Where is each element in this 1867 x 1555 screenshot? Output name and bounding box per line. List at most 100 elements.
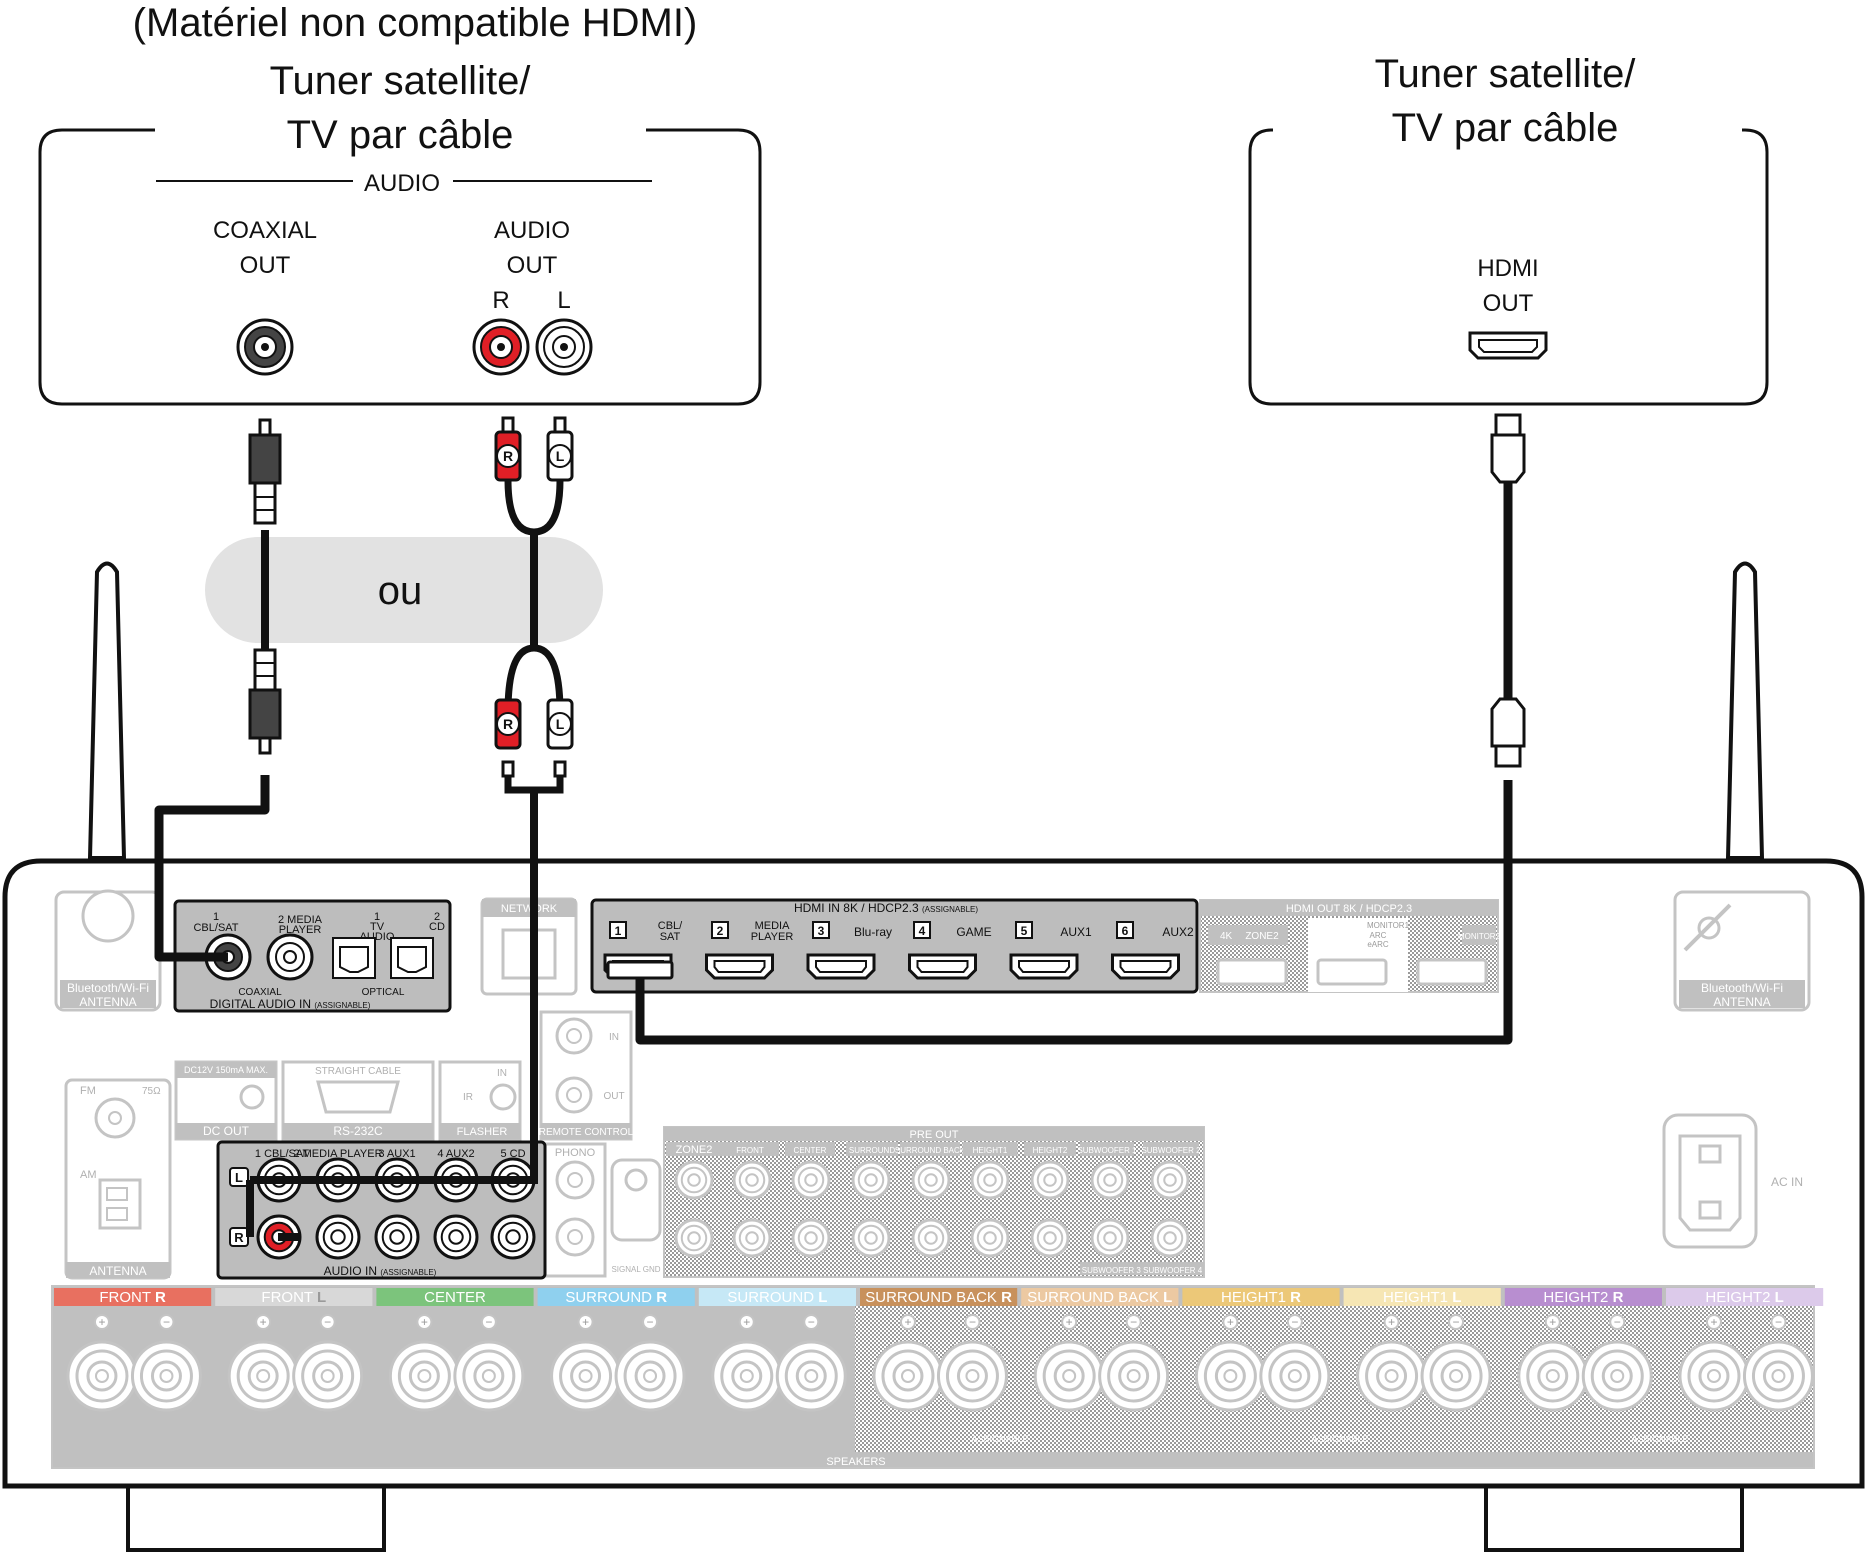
speaker-channel-label: FRONT R (99, 1289, 166, 1306)
speaker-terminal-positive[interactable] (1517, 1340, 1589, 1412)
speaker-channel-label: CENTER (424, 1289, 486, 1306)
speaker-terminal-positive[interactable] (1194, 1340, 1266, 1412)
hdmi-in-label: AUX1 (1060, 925, 1092, 939)
minus-sign: − (485, 1315, 492, 1329)
pre-out-jack-top-4[interactable] (911, 1160, 951, 1200)
analog-in-r-jack-4[interactable] (433, 1214, 479, 1260)
speaker-channel-label: FRONT L (261, 1289, 326, 1306)
pre-out-zone2-r-jack[interactable] (674, 1218, 714, 1258)
plus-sign: + (1066, 1315, 1073, 1329)
hdmi-in-port-4[interactable] (908, 953, 977, 980)
pre-out-jack-top-8[interactable] (1150, 1160, 1190, 1200)
analog-in-r-jack-3[interactable] (374, 1214, 420, 1260)
speaker-channel-label: HEIGHT1 R (1221, 1289, 1301, 1306)
speaker-terminal-negative[interactable] (936, 1340, 1008, 1412)
analog-in-r-jack-2[interactable] (315, 1214, 361, 1260)
pre-out-jack-top-2[interactable] (791, 1160, 831, 1200)
speaker-terminal-positive[interactable] (711, 1340, 783, 1412)
speaker-terminal-negative[interactable] (453, 1340, 525, 1412)
speaker-terminal-negative[interactable] (1742, 1340, 1814, 1412)
signal-gnd-label: SIGNAL GND (611, 1265, 660, 1274)
plus-sign: + (421, 1315, 428, 1329)
speaker-terminal-negative[interactable] (292, 1340, 364, 1412)
speaker-terminal-positive[interactable] (227, 1340, 299, 1412)
network-port[interactable]: NETWORK (480, 897, 578, 996)
audio-out-l-jack[interactable] (535, 318, 593, 376)
pre-out-jack-bottom-1[interactable] (732, 1218, 772, 1258)
speaker-terminal-positive[interactable] (1678, 1340, 1750, 1412)
bt-wifi-antenna-port-left[interactable]: Bluetooth/Wi-Fi ANTENNA (54, 889, 162, 1012)
digital-coaxial-label: COAXIAL (238, 987, 282, 998)
hdmi-in-port-2[interactable] (705, 953, 774, 980)
optical-in-port-2[interactable] (390, 937, 434, 979)
coaxial-in-jack-2[interactable] (266, 933, 314, 981)
pre-out-jack-top-1[interactable] (732, 1160, 772, 1200)
signal-gnd-terminal[interactable]: SIGNAL GND (610, 1158, 662, 1274)
speaker-terminal-positive[interactable] (1356, 1340, 1428, 1412)
dc-out-port[interactable]: DC12V 150mA MAX. DC OUT (174, 1060, 278, 1141)
hdmi-in-number: 2 (717, 924, 724, 938)
digital-in-cd-label: CD (429, 921, 445, 933)
remote-in-jack[interactable] (555, 1017, 593, 1055)
speaker-terminal-negative[interactable] (1259, 1340, 1331, 1412)
speaker-terminal-negative[interactable] (1581, 1340, 1653, 1412)
speaker-terminal-positive[interactable] (550, 1340, 622, 1412)
coaxial-out-jack[interactable] (236, 318, 294, 376)
remote-out-jack[interactable] (555, 1076, 593, 1114)
ou-label: ou (378, 569, 423, 613)
speaker-terminal-negative[interactable] (1098, 1340, 1170, 1412)
am-antenna-terminal[interactable] (98, 1178, 142, 1230)
rs232c-port[interactable]: STRAIGHT CABLE RS-232C (281, 1060, 435, 1141)
speaker-group-surround-back-l: SURROUND BACK L+− (1021, 1288, 1179, 1412)
rca-plug-letter: R (503, 716, 513, 732)
pre-out-jack-bottom-7[interactable] (1090, 1218, 1130, 1258)
hdmi-in-port-5[interactable] (1009, 953, 1079, 980)
speaker-terminal-negative[interactable] (1420, 1340, 1492, 1412)
pre-out-jack-top-6[interactable] (1030, 1160, 1070, 1200)
coaxial-cable (154, 418, 282, 962)
pre-out-jack-bottom-4[interactable] (911, 1218, 951, 1258)
flasher-port[interactable]: IN IR FLASHER (438, 1060, 522, 1141)
plus-marker (93, 1314, 110, 1330)
hdmi-in-port-3[interactable] (806, 953, 876, 980)
plus-marker (255, 1314, 272, 1330)
hdmi-out-port-monitor2[interactable] (1416, 958, 1488, 986)
fm-antenna-jack[interactable] (94, 1097, 136, 1139)
bt-wifi-antenna-port-right[interactable]: Bluetooth/Wi-Fi ANTENNA (1673, 890, 1811, 1012)
speaker-terminal-negative[interactable] (614, 1340, 686, 1412)
remote-out-label: OUT (603, 1091, 624, 1102)
pre-out-jack-top-5[interactable] (970, 1160, 1010, 1200)
pre-out-jack-top-3[interactable] (851, 1160, 891, 1200)
phono-r-jack[interactable] (555, 1217, 595, 1257)
speaker-terminal-positive[interactable] (872, 1340, 944, 1412)
pre-out-zone2-l-jack[interactable] (674, 1160, 714, 1200)
hdmi-in-port-6[interactable] (1111, 953, 1180, 980)
speaker-terminal-negative[interactable] (775, 1340, 847, 1412)
hdmi-out-arc-label: ARC (1370, 931, 1387, 940)
bt-wifi-label-right-line1: Bluetooth/Wi-Fi (1701, 981, 1783, 995)
minus-sign: − (1614, 1315, 1621, 1329)
ac-in-socket[interactable]: AC IN (1662, 1113, 1803, 1249)
phono-l-jack[interactable] (555, 1160, 595, 1200)
hdmi-out-port-zone2[interactable] (1216, 958, 1288, 986)
speaker-terminal-positive[interactable] (388, 1340, 460, 1412)
pre-out-jack-bottom-6[interactable] (1030, 1218, 1070, 1258)
hdmi-out-port-monitor1[interactable] (1316, 958, 1388, 986)
pre-out-jack-bottom-5[interactable] (970, 1218, 1010, 1258)
audio-out-label-line1: AUDIO (494, 217, 570, 244)
hdmi-out-label-line2: OUT (1483, 290, 1534, 317)
speaker-terminal-negative[interactable] (130, 1340, 202, 1412)
speaker-terminal-positive[interactable] (66, 1340, 138, 1412)
digital-in-2-label-b: PLAYER (279, 924, 322, 936)
plus-marker (738, 1314, 755, 1330)
analog-in-r-jack-5[interactable] (490, 1214, 536, 1260)
audio-out-r-jack[interactable] (472, 318, 530, 376)
hdmi-out-port[interactable] (1468, 331, 1548, 360)
optical-in-port-1[interactable] (332, 937, 376, 979)
pre-out-jack-bottom-2[interactable] (791, 1218, 831, 1258)
pre-out-jack-bottom-8[interactable] (1150, 1218, 1190, 1258)
pre-out-jack-bottom-3[interactable] (851, 1218, 891, 1258)
speaker-terminal-positive[interactable] (1033, 1340, 1105, 1412)
pre-out-jack-top-7[interactable] (1090, 1160, 1130, 1200)
hdmi-in-number: 6 (1122, 924, 1129, 938)
